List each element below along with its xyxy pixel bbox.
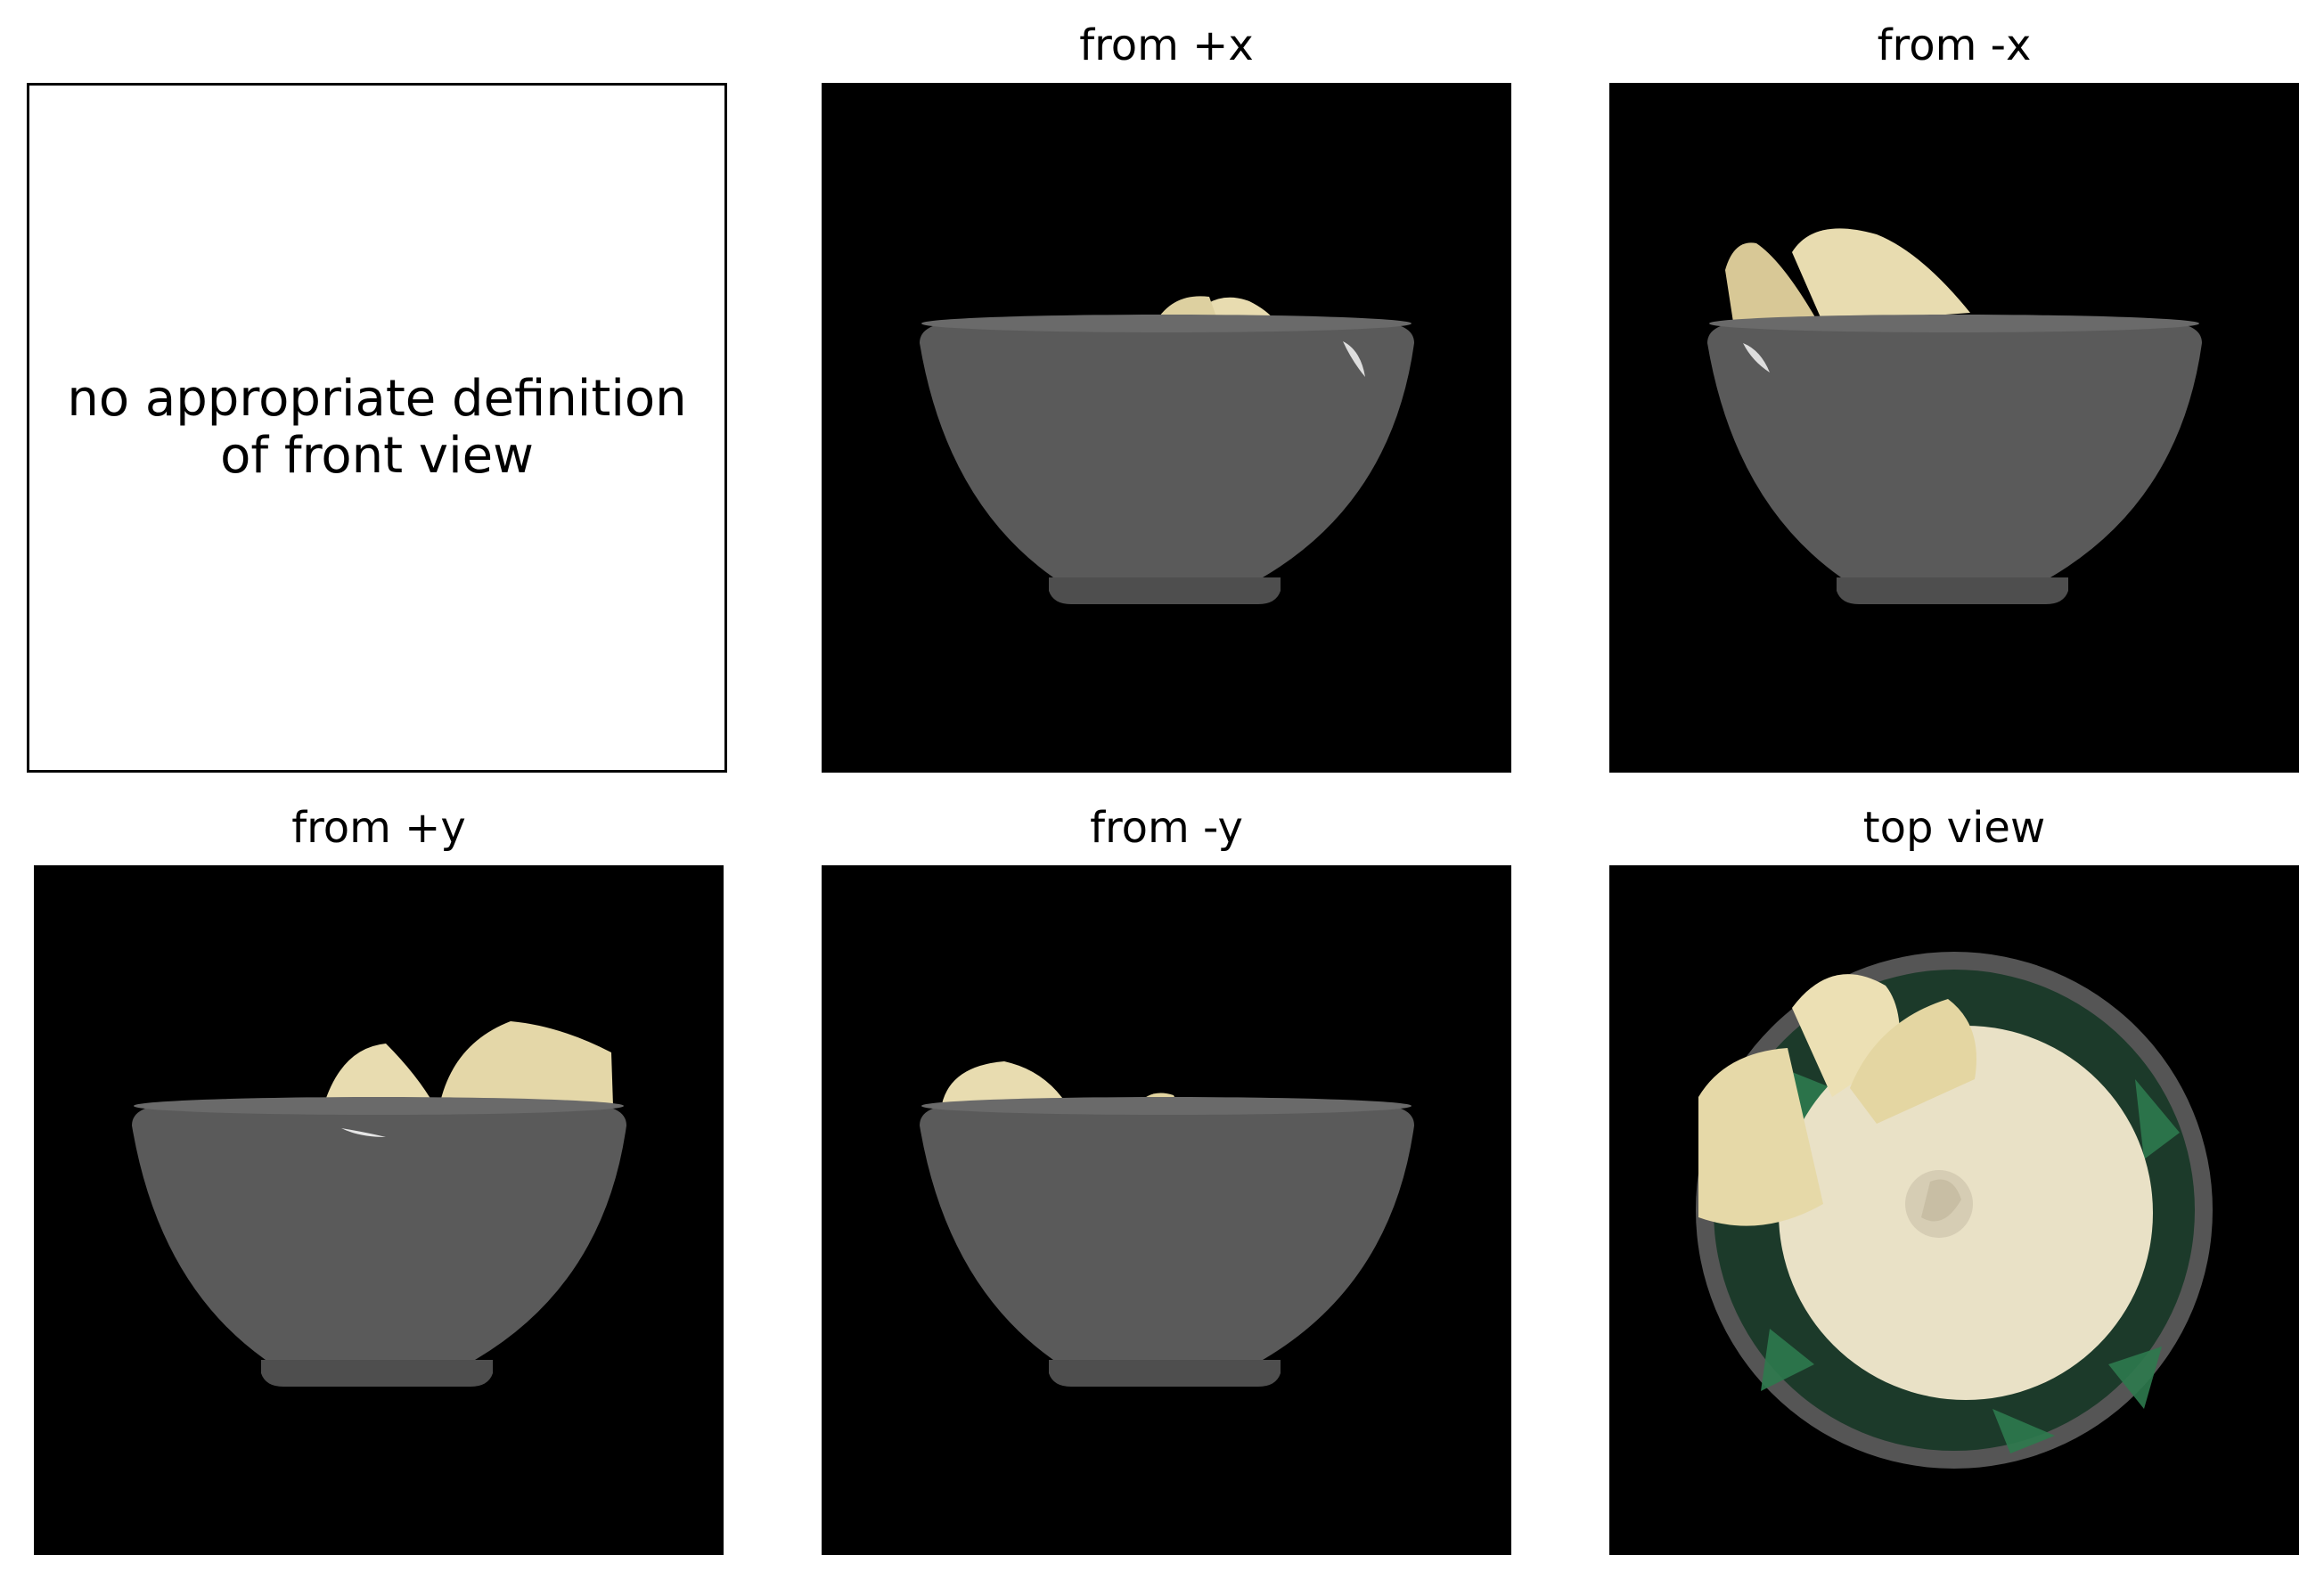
- view-from-plus-y: from +y: [34, 803, 724, 1555]
- view-title: from -x: [1877, 20, 2032, 70]
- bowl-render: [920, 296, 1414, 604]
- view-from-minus-x: from -x: [1609, 20, 2299, 773]
- view-from-plus-x: from +x: [822, 20, 1511, 773]
- view-title: top view: [1862, 803, 2046, 853]
- view-title: from +y: [291, 803, 466, 853]
- bowl-render: [1707, 228, 2202, 604]
- front-view-note: no appropriate definition of front view: [29, 371, 724, 485]
- view-title: from -y: [1090, 803, 1243, 853]
- front-view-note-line-2: of front view: [220, 427, 534, 485]
- front-view-panel: no appropriate definition of front view: [27, 83, 727, 773]
- view-from-minus-y: from -y: [822, 803, 1511, 1555]
- view-title: from +x: [1079, 20, 1254, 70]
- bowl-top-render: [1696, 952, 2213, 1469]
- view-top: top view: [1609, 803, 2299, 1555]
- bowl-render: [920, 1061, 1414, 1387]
- front-view-note-line-1: no appropriate definition: [67, 370, 687, 428]
- bowl-render: [132, 1021, 626, 1387]
